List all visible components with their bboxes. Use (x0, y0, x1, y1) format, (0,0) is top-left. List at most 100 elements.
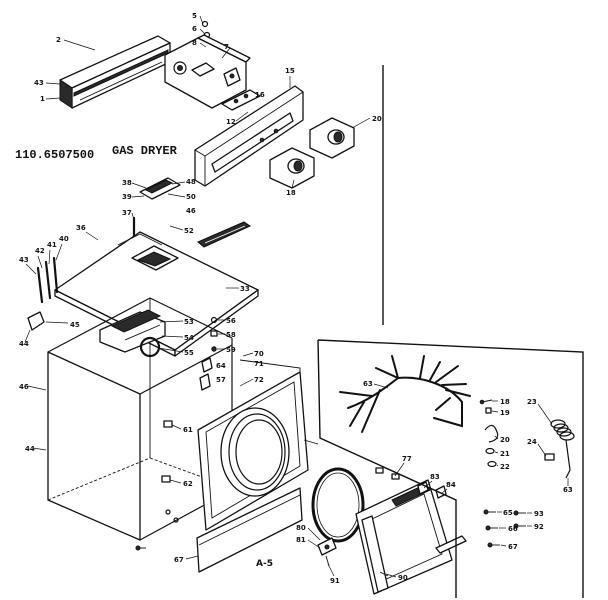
callout-leader (394, 462, 405, 477)
callout-leader (242, 352, 254, 357)
callout-leader (161, 335, 184, 338)
part-callout: 37 (122, 209, 132, 217)
callout-leader (537, 443, 547, 457)
callout-leader (491, 410, 499, 413)
part-callout: 46 (19, 383, 29, 391)
part-callout: 1 (40, 95, 45, 103)
part-callout: 52 (184, 227, 194, 235)
part-callout: 20 (500, 436, 510, 444)
part-callout: 2 (56, 36, 61, 44)
front-panel (197, 359, 319, 531)
part-callout: 15 (285, 67, 295, 75)
callout-leader (423, 480, 433, 489)
callout-leader (169, 479, 182, 484)
part-callout: 77 (402, 455, 412, 463)
push-switch (221, 89, 261, 111)
callout-leader (199, 28, 206, 35)
toe-kick-panel (196, 487, 303, 573)
part-callout: 33 (240, 285, 250, 293)
callout-leader (169, 225, 184, 231)
part-callout: 90 (398, 574, 408, 582)
part-callout: 65 (503, 509, 513, 517)
timer-icon (173, 61, 187, 75)
part-callout: 55 (184, 349, 194, 357)
console-end-cap (59, 35, 171, 109)
diagram-label: A-5 (256, 559, 273, 569)
callout-leader (85, 231, 99, 241)
part-callout: 7 (224, 43, 229, 51)
callout-leader (199, 42, 207, 48)
part-callout: 44 (25, 445, 35, 453)
callout-leader (494, 435, 499, 440)
control-console (194, 85, 304, 187)
part-callout: 21 (500, 450, 510, 458)
lint-filter-bracket (132, 177, 181, 252)
part-callout: 54 (184, 334, 194, 342)
callout-leader (496, 464, 499, 467)
lint-screen (197, 221, 252, 248)
callout-leader (27, 385, 47, 391)
callout-leader (327, 563, 335, 577)
part-callout: 6 (192, 25, 197, 33)
part-callout: 93 (534, 510, 544, 518)
part-callout: 12 (226, 118, 236, 126)
part-callout: 72 (254, 376, 264, 384)
part-callout: 43 (34, 79, 44, 87)
wiring-harness (339, 355, 471, 433)
part-callout: 53 (184, 318, 194, 326)
callout-leader (385, 573, 397, 578)
knob-upper (309, 117, 355, 159)
part-callout: 5 (192, 12, 197, 20)
door-hinge (317, 537, 337, 567)
callout-leader (48, 249, 51, 265)
part-callout: 62 (183, 480, 193, 488)
callout-leader (131, 182, 147, 189)
mounting-screws (483, 509, 526, 548)
heater-housing (99, 309, 166, 353)
diagram-title: GAS DRYER (112, 144, 178, 158)
part-callout: 84 (446, 481, 456, 489)
blower-ring (139, 336, 161, 358)
callout-leader (235, 111, 249, 122)
part-callout: 57 (216, 376, 226, 384)
model-number: 110.6507500 (15, 148, 94, 162)
knob-lower (269, 147, 315, 189)
part-callout: 56 (226, 317, 236, 325)
part-callout: 59 (226, 346, 236, 354)
callout-leader (25, 263, 37, 275)
callout-leader (45, 321, 69, 324)
part-callout: 8 (192, 39, 197, 47)
callout-leader (131, 195, 145, 198)
callout-leader (494, 451, 499, 454)
part-callout: 67 (508, 543, 518, 551)
part-callout: 22 (500, 463, 510, 471)
part-callout: 20 (372, 115, 382, 123)
callout-leader (45, 97, 61, 100)
callout-leader (159, 320, 184, 323)
part-callout: 91 (330, 577, 340, 585)
callout-leader (171, 181, 186, 185)
part-callout: 58 (226, 331, 236, 339)
part-callout: 19 (500, 409, 510, 417)
callout-leader (199, 15, 204, 25)
callout-leader (373, 383, 389, 389)
part-callout: 24 (527, 438, 537, 446)
callout-leader (291, 179, 295, 189)
part-callout: 16 (255, 91, 265, 99)
callout-leader (351, 117, 371, 129)
part-callout: 64 (216, 362, 226, 370)
callout-leader (167, 193, 186, 198)
callout-leader (441, 488, 448, 494)
harness-region-border (317, 339, 584, 598)
part-callout: 18 (286, 189, 296, 197)
part-callout: 44 (19, 340, 29, 348)
part-callout: 92 (534, 523, 544, 531)
callout-leader (239, 378, 254, 387)
part-callout: 41 (47, 241, 57, 249)
callout-leader (63, 39, 96, 51)
part-callout: 39 (122, 193, 132, 201)
part-callout: 63 (563, 486, 573, 494)
door-seal (311, 467, 365, 543)
terminal-hardware (479, 399, 499, 468)
part-callout: 46 (186, 207, 196, 215)
